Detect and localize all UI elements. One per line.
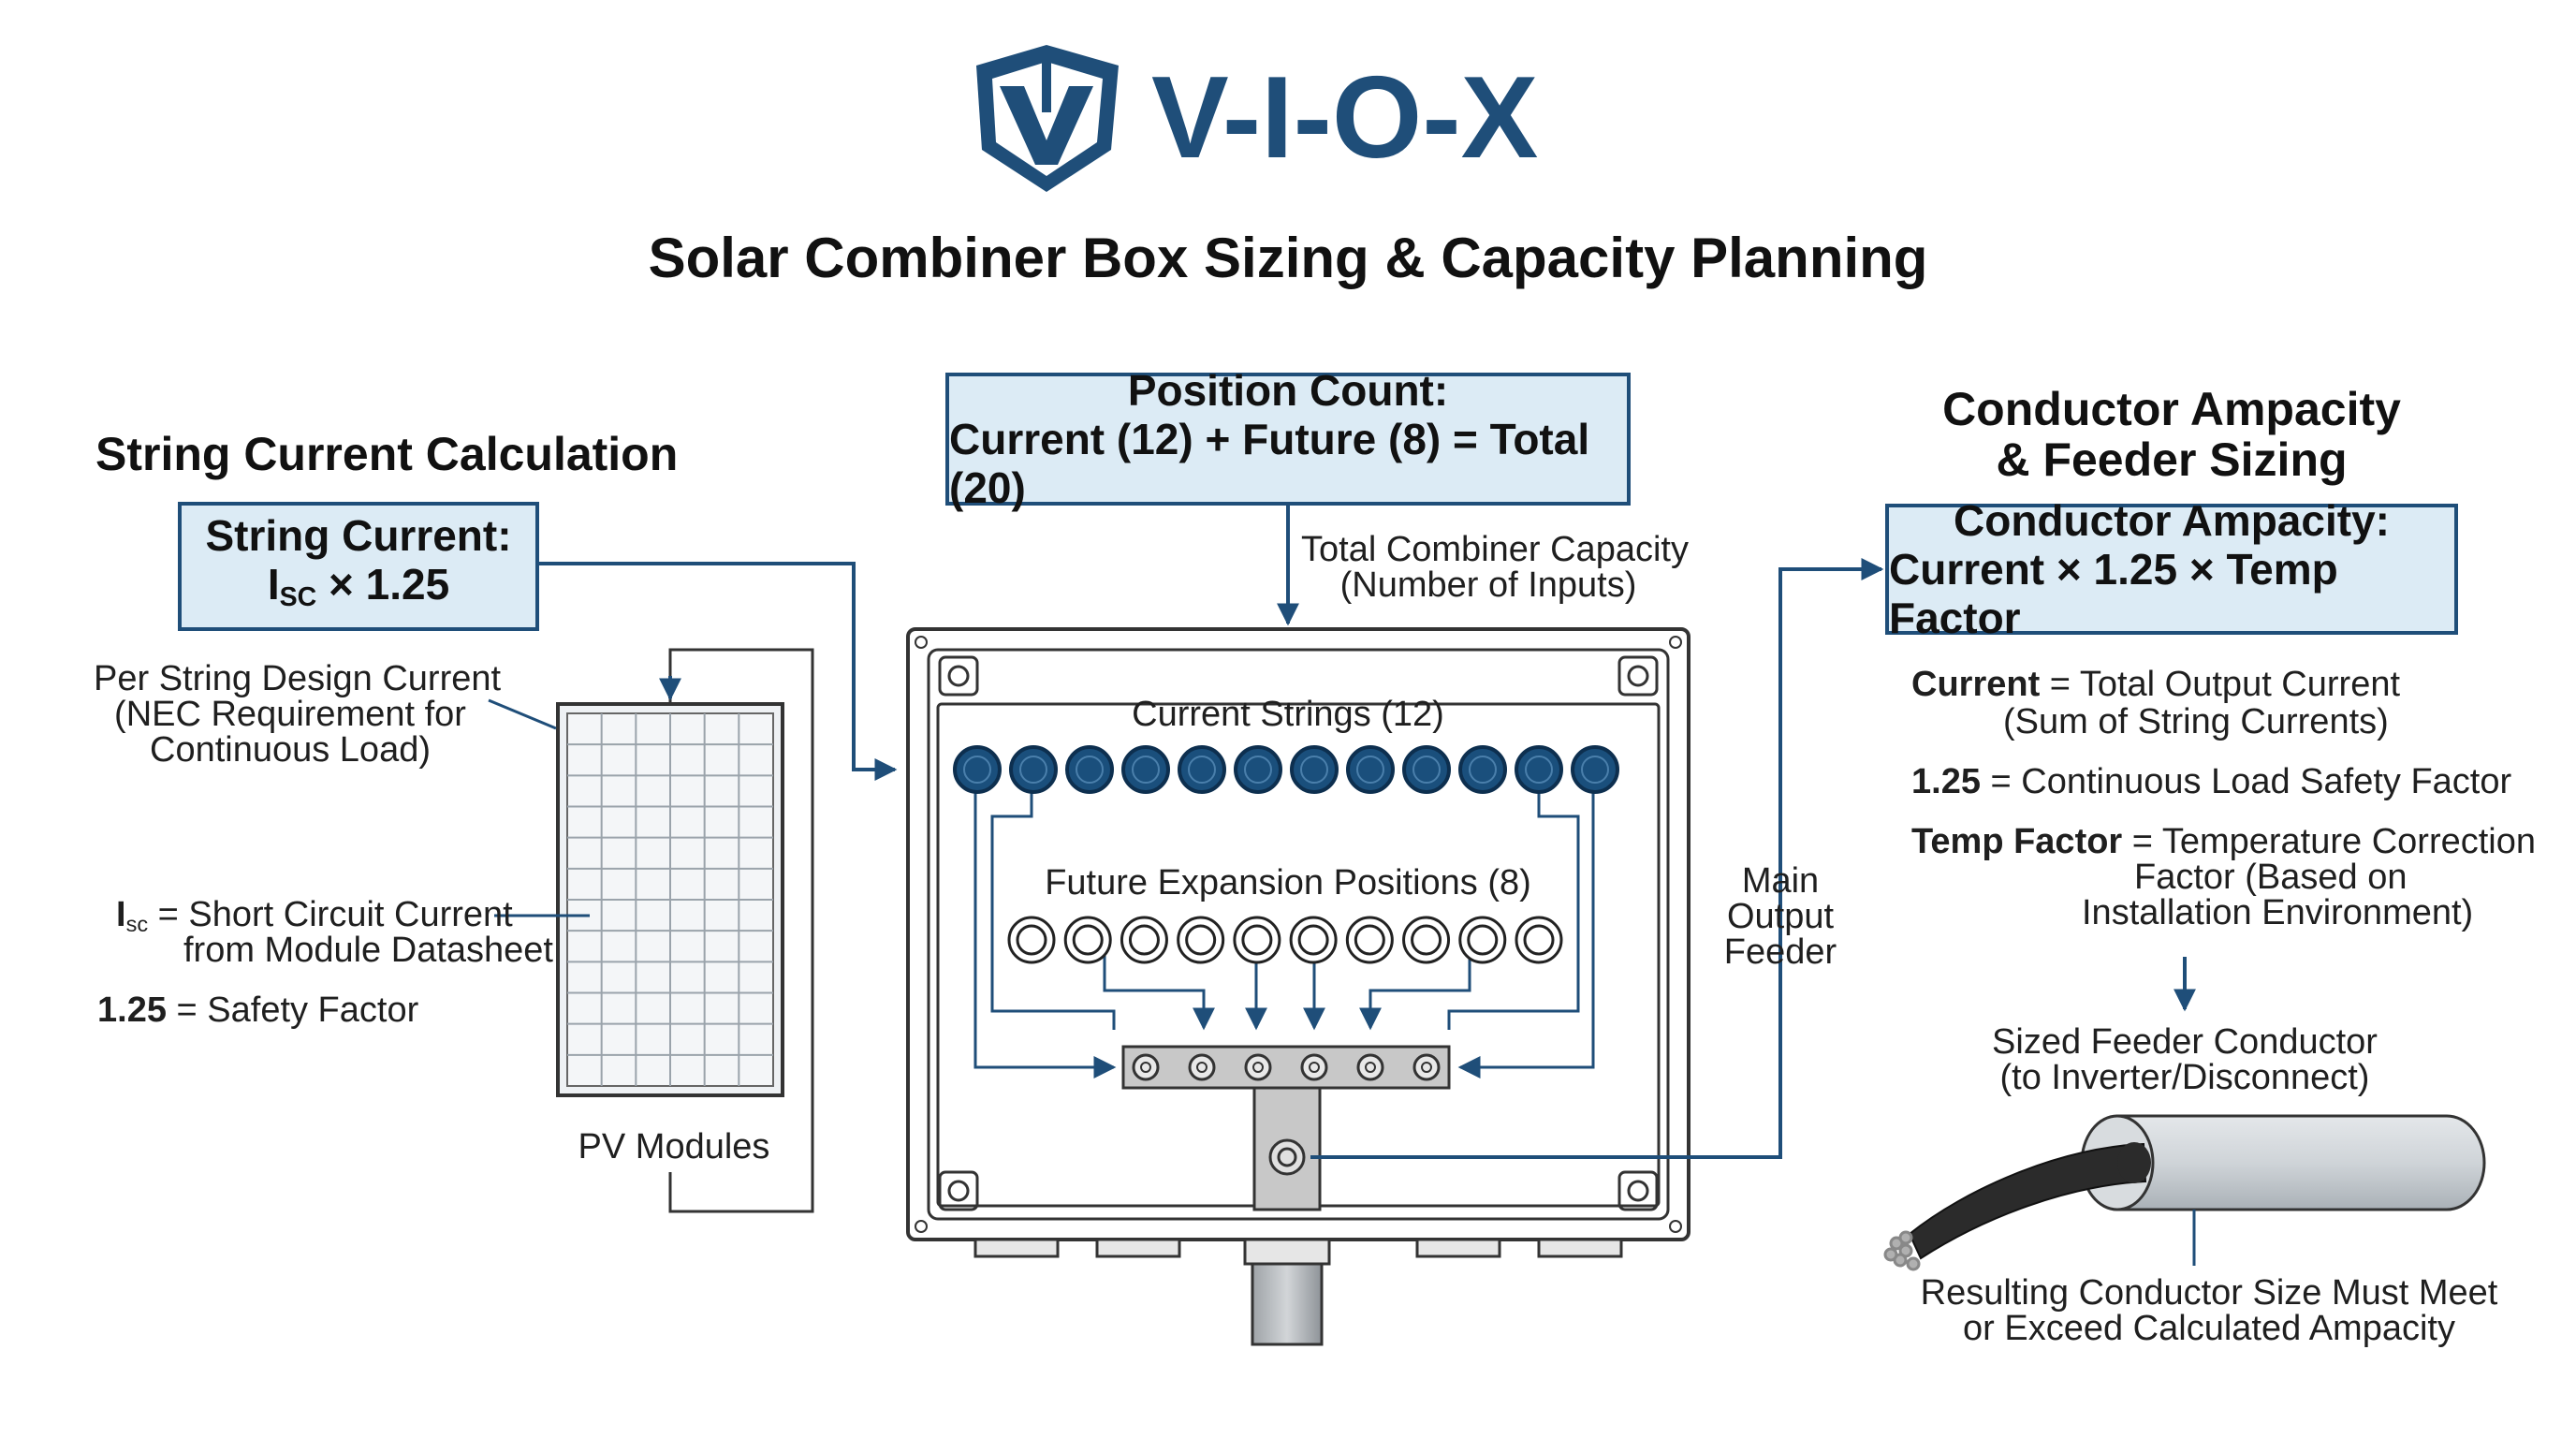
pv-module xyxy=(556,702,784,1097)
busbar-screw xyxy=(1244,1053,1272,1081)
terminal-ring xyxy=(1019,756,1047,784)
future-expansion-terminal xyxy=(1289,916,1338,964)
module-string-wire xyxy=(668,648,814,1213)
string-current-formula: ISC × 1.25 xyxy=(267,559,450,613)
left-heading: String Current Calculation xyxy=(95,428,679,480)
position-count-box: Position Count: Current (12) + Future (8… xyxy=(945,366,1631,512)
terminal-ring xyxy=(963,756,991,784)
future-expansion-terminal xyxy=(1515,916,1563,964)
position-count-formula: Current (12) + Future (8) = Total (20) xyxy=(949,415,1590,512)
future-expansion-terminal xyxy=(1402,916,1451,964)
busbar-screw xyxy=(1188,1053,1216,1081)
future-expansion-terminal xyxy=(1345,916,1394,964)
current-string-terminal xyxy=(1234,745,1282,794)
string-current-formula-box: String Current: ISC × 1.25 xyxy=(178,502,539,631)
current-string-terminal xyxy=(1178,745,1226,794)
current-string-terminal xyxy=(1515,745,1563,794)
terminal-ring xyxy=(1188,756,1216,784)
busbar-screw-center xyxy=(1309,1062,1320,1073)
logo-wordmark: V-I-O-X xyxy=(1151,53,1538,183)
terminal-ring xyxy=(1411,924,1442,956)
busbar-screw-center xyxy=(1421,1062,1432,1073)
result-label: Resulting Conductor Size Must Meet or Ex… xyxy=(1920,1273,2498,1348)
design-note-leader xyxy=(488,698,557,730)
isc-definition: Isc = Short Circuit Current xyxy=(116,895,513,936)
right-heading: Conductor Ampacity & Feeder Sizing xyxy=(1942,383,2401,486)
feeder-cable xyxy=(1883,1114,2486,1271)
busbar-screw-center xyxy=(1196,1062,1208,1073)
temp-factor-definition-line2: Factor (Based on xyxy=(2134,858,2408,897)
future-expansion-terminal xyxy=(1007,916,1056,964)
terminal-ring xyxy=(1244,756,1272,784)
future-expansion-terminal xyxy=(1120,916,1168,964)
current-string-terminal xyxy=(1121,745,1170,794)
page-title: Solar Combiner Box Sizing & Capacity Pla… xyxy=(648,227,1928,289)
current-string-terminal xyxy=(1009,745,1058,794)
current-string-terminal xyxy=(1290,745,1339,794)
terminal-ring xyxy=(1412,756,1441,784)
position-count-label: Position Count: xyxy=(1127,366,1449,415)
terminal-ring xyxy=(1356,756,1384,784)
conductor-ampacity-formula: Current × 1.25 × Temp Factor xyxy=(1889,545,2338,642)
current-strings-label: Current Strings (12) xyxy=(1132,695,1444,734)
sized-feeder-label: Sized Feeder Conductor (to Inverter/Disc… xyxy=(1992,1022,2378,1097)
load-factor-definition: 1.25 = Continuous Load Safety Factor xyxy=(1911,762,2512,801)
current-string-terminal xyxy=(953,745,1002,794)
busbar xyxy=(1121,1045,1451,1211)
terminal-ring xyxy=(1297,924,1329,956)
capacity-note: Total Combiner Capacity (Number of Input… xyxy=(1301,530,1689,605)
terminal-ring xyxy=(1467,924,1499,956)
temp-factor-definition: Temp Factor = Temperature Correction xyxy=(1911,822,2537,861)
terminal-ring xyxy=(1241,924,1273,956)
terminal-ring xyxy=(1016,924,1047,956)
busbar-screw xyxy=(1412,1053,1441,1081)
main-output-feeder-line xyxy=(1310,558,1884,1159)
future-expansion-terminal xyxy=(1458,916,1507,964)
terminal-ring xyxy=(1128,924,1160,956)
current-definition: Current = Total Output Current xyxy=(1911,665,2401,704)
busbar-screw xyxy=(1132,1053,1160,1081)
current-string-terminals xyxy=(953,745,1619,794)
terminal-ring xyxy=(1525,756,1553,784)
future-expansion-terminal xyxy=(1233,916,1281,964)
combiner-enclosure xyxy=(906,627,1690,1346)
busbar-screw xyxy=(1356,1053,1384,1081)
terminal-ring xyxy=(1300,756,1328,784)
terminal-ring xyxy=(1072,924,1104,956)
isc-definition-line2: from Module Datasheet xyxy=(183,931,553,970)
future-expansion-terminal xyxy=(1063,916,1112,964)
busbar-screw xyxy=(1300,1053,1328,1081)
terminal-ring xyxy=(1523,924,1555,956)
future-expansion-terminals xyxy=(1007,916,1563,964)
current-definition-line2: (Sum of String Currents) xyxy=(2003,702,2389,741)
safety-factor-definition: 1.25 = Safety Factor xyxy=(97,990,419,1030)
terminal-ring xyxy=(1581,756,1609,784)
terminal-ring xyxy=(1469,756,1497,784)
current-string-terminal xyxy=(1458,745,1507,794)
temp-factor-definition-line3: Installation Environment) xyxy=(2082,893,2474,932)
current-string-terminal xyxy=(1346,745,1395,794)
design-current-note: Per String Design Current (NEC Requireme… xyxy=(94,659,502,770)
future-expansion-terminal xyxy=(1177,916,1225,964)
string-wires xyxy=(973,770,1595,1078)
conductor-ampacity-box: Conductor Ampacity: Current × 1.25 × Tem… xyxy=(1885,496,2458,642)
terminal-ring xyxy=(1354,924,1385,956)
viox-logo: V-I-O-X xyxy=(976,45,1538,192)
terminal-ring xyxy=(1185,924,1217,956)
busbar-screw-center xyxy=(1252,1062,1264,1073)
busbar-screw-center xyxy=(1140,1062,1151,1073)
busbar-screw-center xyxy=(1365,1062,1376,1073)
string-current-connector xyxy=(539,562,898,781)
main-output-feeder-label: Main Output Feeder xyxy=(1723,861,1837,972)
current-string-terminal xyxy=(1065,745,1114,794)
current-string-terminal xyxy=(1402,745,1451,794)
conductor-ampacity-label: Conductor Ampacity: xyxy=(1954,496,2390,545)
string-current-label: String Current: xyxy=(205,510,512,560)
terminal-ring xyxy=(1132,756,1160,784)
future-positions-label: Future Expansion Positions (8) xyxy=(1045,863,1531,902)
pv-modules-label: PV Modules xyxy=(578,1127,770,1167)
terminal-ring xyxy=(1076,756,1104,784)
current-string-terminal xyxy=(1571,745,1619,794)
